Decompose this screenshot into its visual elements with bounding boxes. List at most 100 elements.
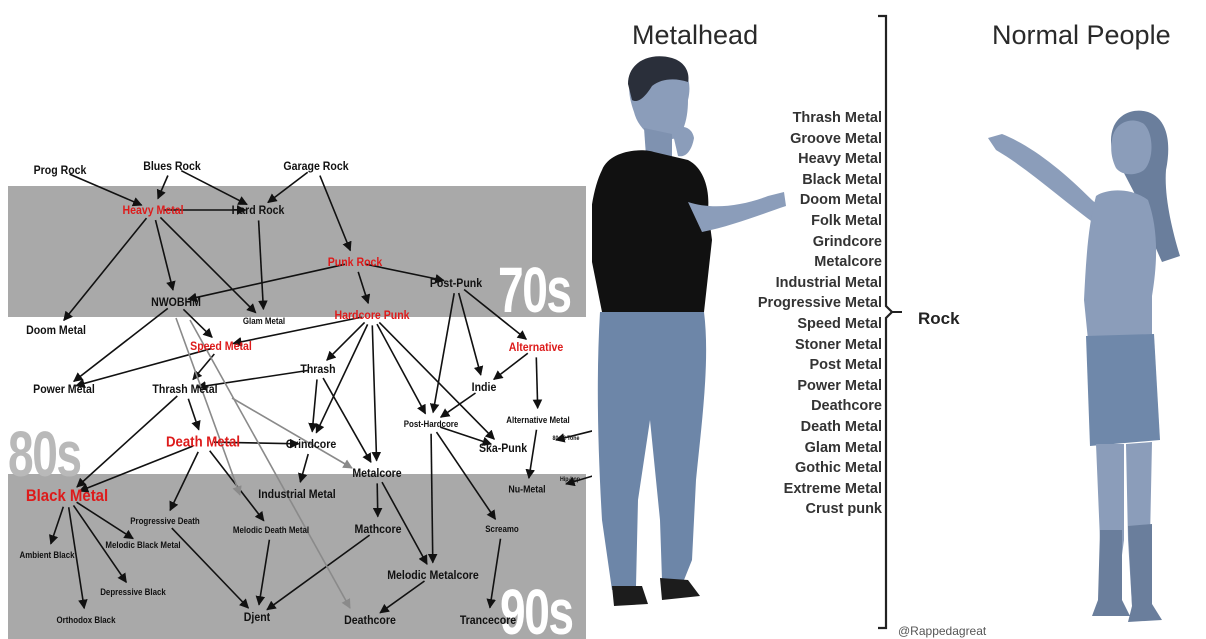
genre-node-80s-2-tone: 80s 2 Tone	[552, 436, 580, 442]
genre-node-melodic-black-metal: Melodic Black Metal	[105, 540, 181, 550]
genre-node-metalcore: Metalcore	[352, 466, 402, 480]
arrow-prog-rock-to-heavy-metal	[69, 173, 143, 207]
genre-node-trancecore: Trancecore	[459, 613, 517, 627]
genre-node-power-metal: Power Metal	[33, 382, 95, 396]
genre-node-hardcore-punk: Hardcore Punk	[334, 308, 410, 322]
arrow-speed-metal-to-power-metal	[75, 347, 212, 389]
arrow-hardcore-punk-to-ska-punk	[378, 321, 495, 440]
genre-node-post-hardcore: Post-Hardcore	[403, 419, 459, 429]
man-hair	[628, 56, 689, 102]
man-shoes	[612, 578, 700, 606]
genre-node-indie: Indie	[471, 380, 497, 394]
genre-node-ska-punk: Ska-Punk	[478, 441, 528, 455]
arrow-nwobhm-to-speed-metal	[182, 308, 213, 338]
genre-node-alternative: Alternative	[508, 340, 564, 354]
era-band-90s	[8, 474, 586, 639]
genre-list-item: Heavy Metal	[798, 151, 882, 168]
arrow-melodic-metalcore-to-deathcore	[379, 580, 425, 614]
meme-illustration	[592, 14, 1180, 630]
arrow-post-punk-to-post-hardcore	[429, 293, 455, 414]
genre-node-post-punk: Post-Punk	[429, 276, 483, 290]
arrow-heavy-metal-to-nwobhm	[154, 219, 176, 291]
genre-node-hip-hop: Hip-hop	[560, 477, 580, 483]
woman-head	[1111, 120, 1152, 175]
arrow-thrash-metal-to-black-metal	[76, 395, 178, 488]
man-shirt	[592, 150, 712, 319]
grey-arrow	[555, 430, 592, 443]
normal-person-figure	[988, 110, 1180, 622]
arrow-nwobhm-to-power-metal	[73, 307, 169, 383]
arrow-death-metal-to-grindcore	[213, 438, 300, 449]
genre-node-hard-rock: Hard Rock	[231, 203, 285, 217]
arrow-alternative-to-alternative-metal	[532, 357, 543, 410]
genre-node-black-metal: Black Metal	[25, 486, 109, 505]
genre-node-nu-metal: Nu-Metal	[508, 484, 546, 496]
genre-list-item: Death Metal	[800, 419, 882, 435]
genre-node-nwobhm: NWOBHM	[151, 295, 201, 309]
genre-list-item: Doom Metal	[799, 192, 882, 209]
genre-node-djent: Djent	[243, 610, 271, 624]
arrow-punk-rock-to-hardcore-punk	[357, 271, 371, 305]
normal-people-title: Normal People	[992, 20, 1171, 50]
genre-list-item: Gothic Metal	[794, 460, 882, 477]
grey-arrow	[231, 397, 353, 469]
arrow-hardcore-punk-to-grindcore	[315, 324, 369, 434]
arrow-screamo-to-trancecore	[486, 538, 502, 609]
genre-node-orthodox-black: Orthodox Black	[56, 615, 116, 625]
genre-list-item: Extreme Metal	[783, 480, 882, 497]
arrow-post-hardcore-to-ska-punk	[440, 426, 493, 446]
arrow-thrash-to-metalcore	[322, 377, 372, 464]
genre-node-mathcore: Mathcore	[354, 522, 402, 536]
genre-list-item: Grindcore	[812, 233, 882, 250]
man-hand-chin	[672, 126, 694, 157]
arrow-melodic-death-metal-to-djent	[255, 539, 271, 606]
watermark: @Rappedagreat	[898, 624, 987, 638]
arrow-hard-rock-to-glam-metal	[257, 220, 268, 311]
arrow-black-metal-to-depressive-black	[72, 504, 127, 584]
genre-list-item: Groove Metal	[790, 130, 882, 147]
genre-node-glam-metal: Glam Metal	[242, 316, 286, 326]
arrow-thrash-metal-to-death-metal	[187, 398, 201, 431]
genre-list-item: Glam Metal	[804, 439, 882, 456]
arrow-post-punk-to-alternative	[463, 288, 528, 340]
genre-list-item: Black Metal	[802, 171, 882, 188]
arrow-death-metal-to-black-metal	[78, 445, 194, 493]
woman-torso	[1084, 190, 1157, 340]
decade-label-90s: 90s	[500, 576, 574, 639]
genre-node-grindcore: Grindcore	[285, 437, 337, 451]
genre-list-item: Folk Metal	[811, 213, 882, 229]
arrow-death-metal-to-progressive-death	[169, 451, 199, 512]
genre-node-garage-rock: Garage Rock	[283, 159, 349, 173]
arrow-progressive-death-to-djent	[171, 527, 250, 609]
genre-node-industrial-metal: Industrial Metal	[258, 487, 336, 501]
arrow-punk-rock-to-post-punk	[365, 263, 445, 284]
arrow-hardcore-punk-to-post-hardcore	[376, 323, 427, 415]
genre-node-melodic-metalcore: Melodic Metalcore	[387, 568, 479, 582]
arrow-thrash-to-grindcore	[308, 379, 318, 433]
woman-skirt	[1086, 334, 1160, 446]
genre-node-progressive-death: Progressive Death	[130, 516, 200, 526]
genre-list-item: Industrial Metal	[775, 274, 882, 291]
genre-node-doom-metal: Doom Metal	[26, 323, 86, 337]
genre-list-item: Metalcore	[814, 254, 882, 271]
arrow-indie-to-post-hardcore	[439, 392, 476, 418]
genre-node-melodic-death-metal: Melodic Death Metal	[232, 525, 310, 535]
man-neck	[644, 128, 672, 158]
genre-node-thrash-metal: Thrash Metal	[152, 382, 218, 396]
arrow-hardcore-punk-to-speed-metal	[232, 316, 362, 347]
arrow-thrash-to-thrash-metal	[196, 369, 308, 391]
arrow-black-metal-to-ambient-black	[49, 506, 65, 545]
man-jeans	[597, 312, 707, 590]
arrow-hardcore-punk-to-thrash	[326, 321, 366, 361]
arrow-black-metal-to-orthodox-black	[67, 507, 88, 610]
genre-node-heavy-metal: Heavy Metal	[122, 203, 184, 217]
genre-list-item: Post Metal	[809, 357, 882, 374]
metalhead-figure	[592, 56, 786, 606]
arrow-post-hardcore-to-melodic-metalcore	[427, 433, 438, 564]
arrow-heavy-metal-to-doom-metal	[63, 217, 148, 322]
rock-label: Rock	[918, 309, 960, 328]
genre-node-ambient-black: Ambient Black	[19, 550, 75, 560]
genre-node-deathcore: Deathcore	[344, 613, 396, 627]
genre-node-prog-rock: Prog Rock	[33, 163, 87, 177]
